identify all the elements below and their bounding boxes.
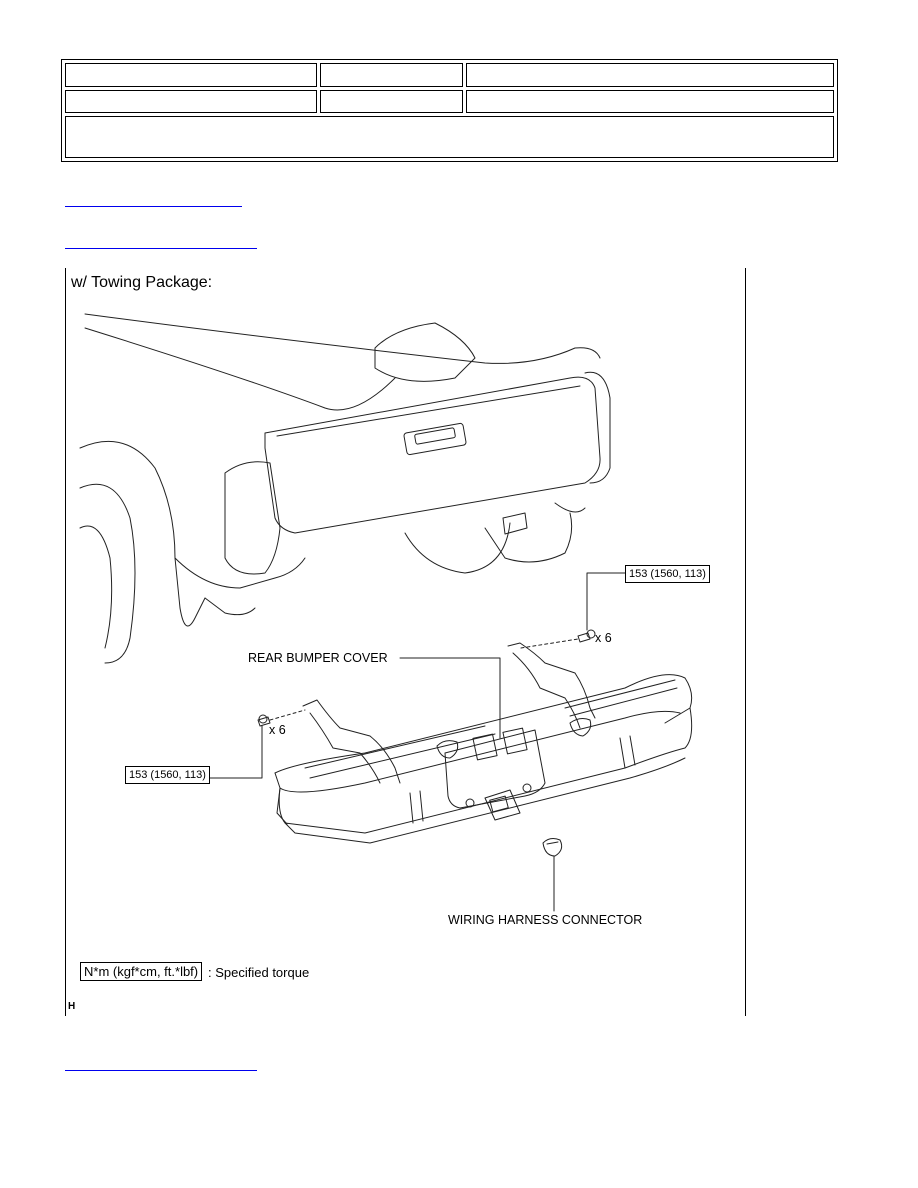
table-cell [320, 63, 463, 87]
table-cell [320, 90, 463, 113]
quantity-label-left: x 6 [269, 723, 286, 737]
nav-link-3[interactable] [65, 1052, 257, 1071]
torque-unit-legend: N*m (kgf*cm, ft.*lbf) [80, 962, 203, 981]
table-cell-wide [65, 116, 834, 158]
rear-bumper-cover-label: REAR BUMPER COVER [248, 651, 388, 665]
table-cell [466, 63, 834, 87]
torque-label-left: 153 (1560, 113) [125, 766, 210, 784]
wiring-harness-connector-label: WIRING HARNESS CONNECTOR [448, 913, 643, 927]
figure-title: w/ Towing Package: [71, 274, 213, 291]
rear-bumper-illustration: w/ Towing Package: 153 (1560, 113) x 6 R… [65, 268, 747, 1016]
torque-label-right: 153 (1560, 113) [625, 565, 710, 583]
torque-legend-text: : Specified torque [208, 965, 310, 980]
table-cell [466, 90, 834, 113]
table-cell [65, 63, 317, 87]
truck-bumper-drawing [79, 313, 693, 912]
nav-link-1[interactable] [65, 188, 242, 207]
bolt-right [577, 629, 596, 643]
table-cell [65, 90, 317, 113]
quantity-label-right: x 6 [595, 631, 612, 645]
bolt-left [257, 714, 271, 727]
figure-border-left [65, 268, 66, 1016]
nav-link-2[interactable] [65, 230, 257, 249]
figure-border-right [745, 268, 746, 1016]
header-table [61, 59, 838, 162]
figure-code: H [68, 1001, 76, 1012]
